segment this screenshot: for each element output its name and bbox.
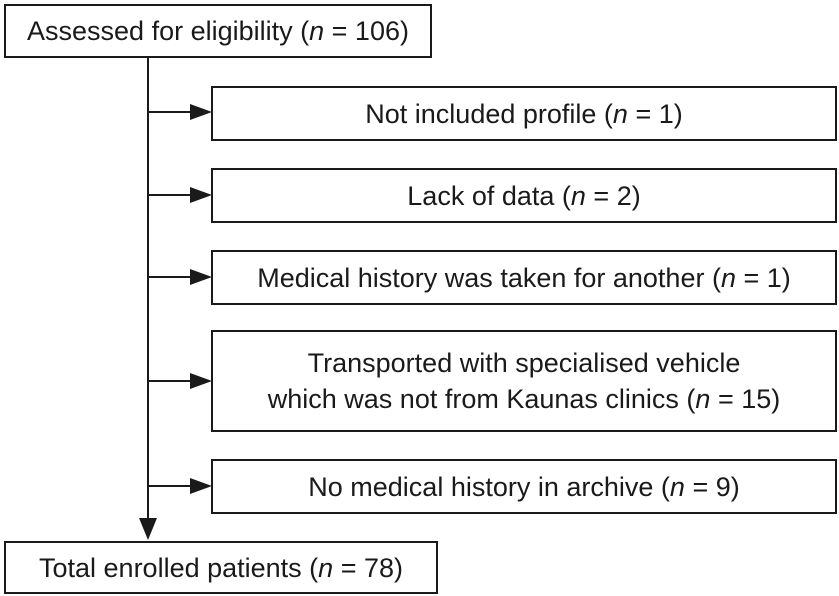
exclusion-value: = 1) — [735, 262, 791, 293]
exclusion-box-specialised-vehicle: Transported with specialised vehicle whi… — [211, 330, 837, 432]
total-enrolled-label: Total enrolled patients ( — [39, 552, 319, 583]
assessed-value: = 106) — [324, 16, 409, 46]
exclusion-value: = 1) — [627, 98, 683, 129]
exclusion-var: n — [612, 98, 628, 129]
exclusion-value: = 9) — [684, 471, 740, 502]
exclusion-box-history-for-another: Medical history was taken for another (n… — [211, 250, 837, 305]
total-enrolled-value: = 78) — [333, 552, 403, 583]
exclusion-label: Not included profile ( — [365, 98, 613, 129]
assessed-box: Assessed for eligibility (n = 106) — [4, 4, 432, 58]
exclusion-var: n — [695, 384, 711, 414]
assessed-label: Assessed for eligibility ( — [27, 16, 310, 46]
assessed-text: Assessed for eligibility (n = 106) — [27, 13, 409, 49]
exclusion-text: Medical history was taken for another (n… — [257, 260, 791, 296]
exclusion-box-no-medical-history: No medical history in archive (n = 9) — [211, 459, 837, 514]
total-enrolled-text: Total enrolled patients (n = 78) — [39, 550, 403, 586]
exclusion-var: n — [570, 180, 586, 211]
total-enrolled-var: n — [318, 552, 334, 583]
exclusion-label: No medical history in archive ( — [308, 471, 670, 502]
branch-arrowhead-3 — [190, 269, 212, 285]
exclusion-value: = 2) — [585, 180, 641, 211]
branch-arrowhead-2 — [190, 187, 212, 203]
exclusion-text: No medical history in archive (n = 9) — [308, 469, 739, 505]
exclusion-label: Medical history was taken for another ( — [257, 262, 721, 293]
exclusion-label: Transported with specialised vehicle — [307, 348, 741, 378]
exclusion-text-line-1: Transported with specialised vehicle — [308, 345, 741, 381]
exclusion-var: n — [669, 471, 685, 502]
exclusion-text: Lack of data (n = 2) — [407, 178, 640, 214]
exclusion-var: n — [720, 262, 736, 293]
trunk-arrowhead — [139, 518, 157, 540]
branch-arrowhead-4 — [190, 373, 212, 389]
branch-arrowhead-5 — [190, 478, 212, 494]
exclusion-label: which was not from Kaunas clinics ( — [267, 384, 696, 414]
exclusion-box-not-included: Not included profile (n = 1) — [211, 86, 837, 141]
exclusion-text-line-2: which was not from Kaunas clinics (n = 1… — [268, 381, 781, 417]
branch-arrowhead-1 — [190, 104, 212, 120]
assessed-var: n — [309, 16, 325, 46]
total-enrolled-box: Total enrolled patients (n = 78) — [4, 541, 438, 594]
exclusion-value: = 15) — [710, 384, 781, 414]
exclusion-label: Lack of data ( — [407, 180, 571, 211]
exclusion-box-lack-of-data: Lack of data (n = 2) — [211, 168, 837, 223]
exclusion-text: Not included profile (n = 1) — [365, 96, 682, 132]
